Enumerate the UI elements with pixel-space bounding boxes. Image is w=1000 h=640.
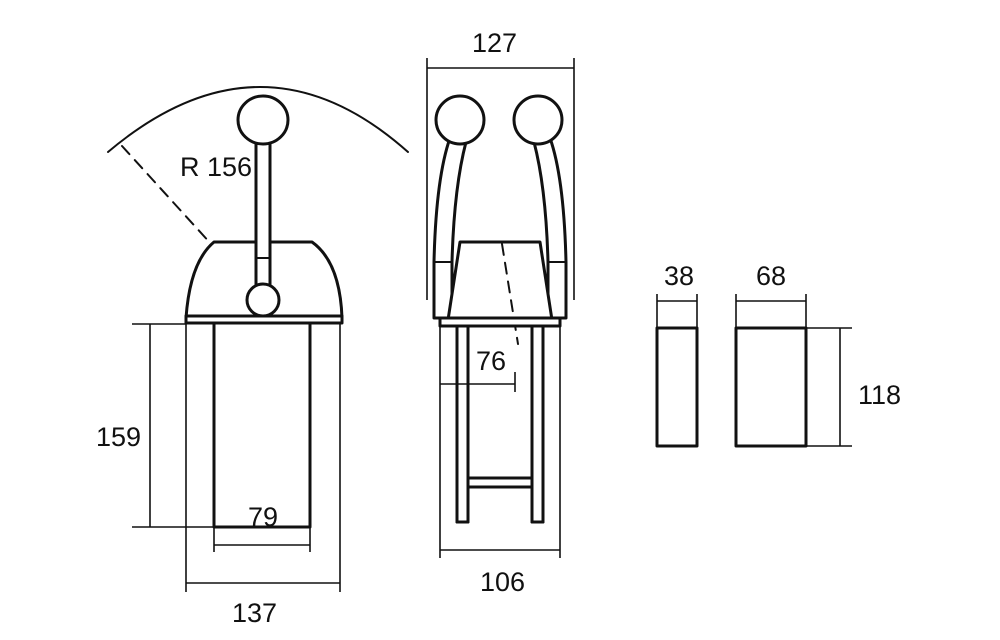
width-label-76: 76 [476, 346, 506, 376]
width-label-38: 38 [664, 261, 694, 291]
width-label-106: 106 [480, 567, 525, 597]
left-lever-knob [434, 94, 486, 146]
lower-box [212, 321, 312, 529]
height-label-159: 159 [96, 422, 141, 452]
swing-arc [107, 86, 409, 153]
housing-base [438, 316, 562, 328]
small-cutout [655, 326, 699, 448]
pivot-circle [245, 282, 281, 318]
width-label-79: 79 [248, 502, 278, 532]
cutout-view: 38 68 118 [655, 261, 901, 448]
width-label-137: 137 [232, 598, 277, 628]
height-label-118: 118 [858, 380, 901, 410]
side-view: R 156 159 79 137 [96, 86, 409, 628]
width-label-68: 68 [756, 261, 786, 291]
lever-knob [236, 94, 290, 146]
width-label-127: 127 [472, 28, 517, 58]
housing-body [446, 240, 554, 322]
large-cutout [734, 326, 808, 448]
right-lever-knob [512, 94, 564, 146]
radius-label: R 156 [180, 152, 252, 182]
front-view: 127 76 106 [426, 28, 575, 597]
